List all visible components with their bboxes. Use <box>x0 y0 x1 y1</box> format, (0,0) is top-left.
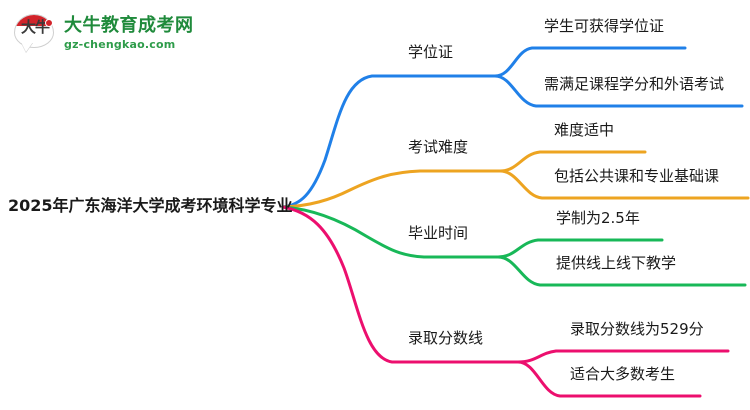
leaf-connector-3-1 <box>516 360 702 398</box>
branch-connector-1 <box>281 150 750 209</box>
logo-url: gz-chengkao.com <box>64 37 176 51</box>
site-logo: 大牛 大牛教育成考网 gz-chengkao.com <box>12 8 202 58</box>
leaf-label-2-0: 学制为2.5年 <box>556 209 640 227</box>
branch-label-1: 考试难度 <box>408 138 469 156</box>
leaf-label-0-1: 需满足课程学分和外语考试 <box>544 75 725 93</box>
branch-connector-0 <box>281 46 744 209</box>
logo-title: 大牛教育成考网 <box>64 14 194 36</box>
branch-stem-2 <box>281 205 500 259</box>
leaf-connector-0-1 <box>493 74 744 108</box>
leaf-label-0-0: 学生可获得学位证 <box>544 17 665 35</box>
branch-connector-2 <box>281 205 747 287</box>
leaf-connector-1-1 <box>498 169 750 200</box>
leaf-connector-3-0 <box>516 349 730 364</box>
leaf-label-1-1: 包括公共课和专业基础课 <box>554 167 720 185</box>
leaf-label-2-1: 提供线上线下教学 <box>556 254 677 272</box>
branch-stem-3 <box>281 205 520 364</box>
branch-label-0: 学位证 <box>408 43 454 61</box>
logo-bubble-icon: 大牛 <box>12 11 58 55</box>
leaf-label-3-0: 录取分数线为529分 <box>570 320 704 338</box>
branch-stem-1 <box>281 169 502 209</box>
leaf-label-1-0: 难度适中 <box>554 121 615 139</box>
leaf-label-3-1: 适合大多数考生 <box>570 365 676 383</box>
branch-connector-3 <box>281 205 730 398</box>
mindmap-root-label: 2025年广东海洋大学成考环境科学专业 <box>8 196 293 215</box>
branch-stem-0 <box>281 74 497 209</box>
leaf-connector-0-0 <box>493 46 687 78</box>
logo-mark-text: 大牛 <box>20 18 50 36</box>
branch-label-2: 毕业时间 <box>408 224 469 242</box>
leaf-connector-2-1 <box>496 255 747 287</box>
branch-label-3: 录取分数线 <box>408 329 484 347</box>
logo-dot-icon <box>45 19 53 27</box>
